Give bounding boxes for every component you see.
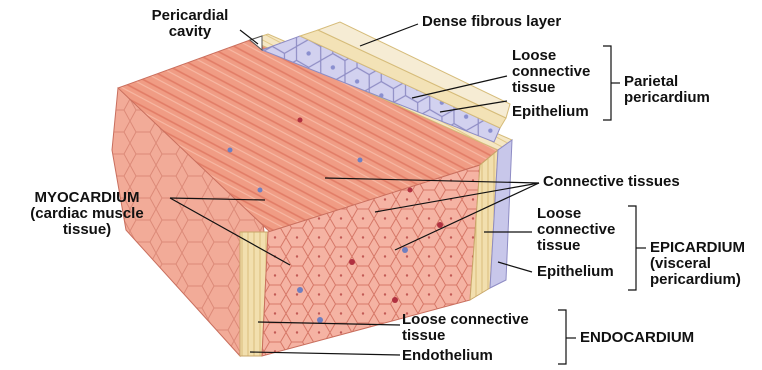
label-myocardium-line1: MYOCARDIUM xyxy=(4,190,170,206)
label-epicardium-line2: (visceral xyxy=(650,256,745,272)
label-parietal-pericardium-line1: Parietal xyxy=(624,74,710,90)
label-epicardium: EPICARDIUM (visceral pericardium) xyxy=(650,240,745,288)
label-endocardium-loose-ct-line1: Loose connective xyxy=(402,312,529,328)
label-endothelium: Endothelium xyxy=(402,348,493,364)
label-pericardial-cavity: Pericardial cavity xyxy=(134,8,246,40)
label-parietal-pericardium: Parietal pericardium xyxy=(624,74,710,106)
label-pericardial-cavity-line1: Pericardial xyxy=(134,8,246,24)
label-parietal-loose-ct: Loose connective tissue xyxy=(512,48,590,96)
label-parietal-loose-ct-line3: tissue xyxy=(512,80,590,96)
label-epicardium-line3: pericardium) xyxy=(650,272,745,288)
label-epicardium-loose-ct-line1: Loose xyxy=(537,206,615,222)
label-myocardium-line3: tissue) xyxy=(4,222,170,238)
label-parietal-epithelium: Epithelium xyxy=(512,104,589,120)
label-endocardium-loose-ct-line2: tissue xyxy=(402,328,529,344)
label-dense-fibrous-layer: Dense fibrous layer xyxy=(422,14,561,30)
label-myocardium: MYOCARDIUM (cardiac muscle tissue) xyxy=(4,190,170,238)
label-endocardium: ENDOCARDIUM xyxy=(580,330,694,346)
label-endocardium-loose-ct: Loose connective tissue xyxy=(402,312,529,344)
label-parietal-loose-ct-line1: Loose xyxy=(512,48,590,64)
label-myocardium-line2: (cardiac muscle xyxy=(4,206,170,222)
label-connective-tissues: Connective tissues xyxy=(543,174,680,190)
label-epicardium-loose-ct: Loose connective tissue xyxy=(537,206,615,254)
label-parietal-loose-ct-line2: connective xyxy=(512,64,590,80)
label-epicardium-loose-ct-line3: tissue xyxy=(537,238,615,254)
label-epicardium-epithelium: Epithelium xyxy=(537,264,614,280)
label-epicardium-loose-ct-line2: connective xyxy=(537,222,615,238)
label-parietal-pericardium-line2: pericardium xyxy=(624,90,710,106)
label-epicardium-line1: EPICARDIUM xyxy=(650,240,745,256)
label-pericardial-cavity-line2: cavity xyxy=(134,24,246,40)
